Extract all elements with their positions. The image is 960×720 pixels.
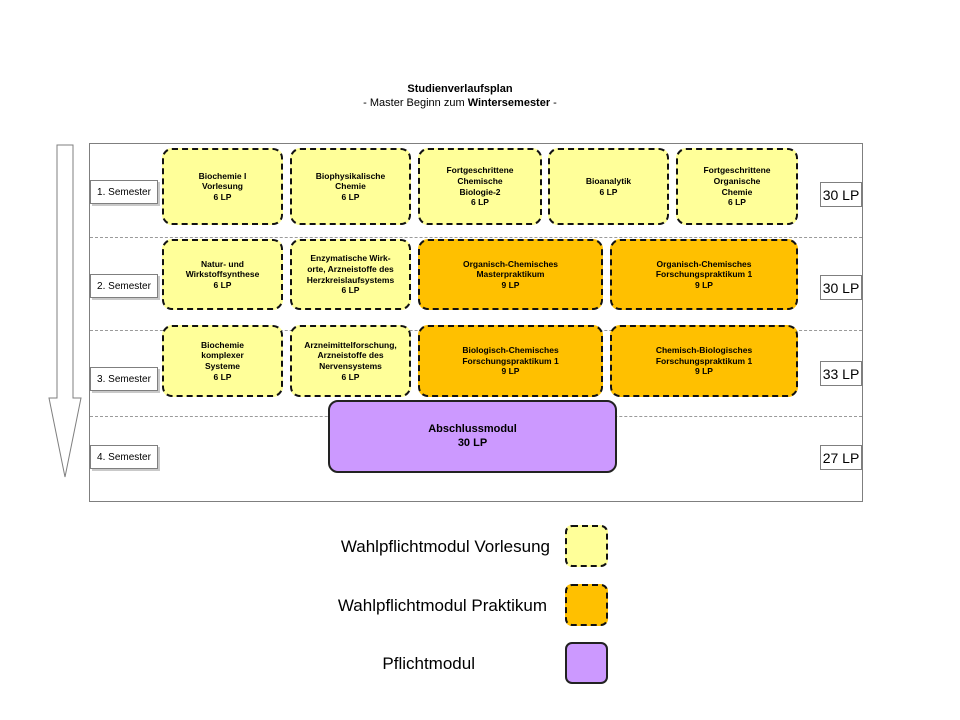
module-arzneimittelforschung: Arzneimittelforschung, Arzneistoffe des … (290, 325, 411, 397)
legend-label-pflicht: Pflichtmodul (382, 654, 475, 673)
module-abschlussmodul: Abschlussmodul 30 LP (328, 400, 617, 473)
module-herzkreislaufsystem: Enzymatische Wirk- orte, Arzneistoffe de… (290, 239, 411, 310)
semester-label-4: 4. Semester (90, 445, 158, 469)
legend-label-praktikum: Wahlpflichtmodul Praktikum (337, 596, 547, 615)
page-subtitle: - Master Beginn zum Wintersemester - (260, 97, 660, 109)
subtitle-suffix: - (550, 97, 557, 109)
module-bc-forschungspraktikum: Biologisch-Chemisches Forschungspraktiku… (418, 325, 603, 397)
semester-lp-2: 30 LP (820, 275, 862, 300)
semester-divider (90, 237, 862, 238)
semester-label-1: 1. Semester (90, 180, 158, 204)
semester-lp-4: 27 LP (820, 445, 862, 470)
subtitle-prefix: - Master Beginn zum (363, 97, 468, 109)
legend-swatch-praktikum (565, 584, 608, 626)
module-biochemie-1: Biochemie I Vorlesung 6 LP (162, 148, 283, 225)
module-wirkstoffsynthese: Natur- und Wirkstoffsynthese 6 LP (162, 239, 283, 310)
module-masterpraktikum: Organisch-Chemisches Masterpraktikum 9 L… (418, 239, 603, 310)
semester-label-2: 2. Semester (90, 274, 158, 298)
legend-swatch-pflicht (565, 642, 608, 684)
module-organische-chemie: Fortgeschrittene Organische Chemie 6 LP (676, 148, 798, 225)
subtitle-bold: Wintersemester (467, 97, 551, 109)
module-chemische-biologie-2: Fortgeschrittene Chemische Biologie-2 6 … (418, 148, 542, 225)
legend-label-vorlesung: Wahlpflichtmodul Vorlesung (340, 537, 550, 556)
module-biophysikalische-chemie: Biophysikalische Chemie 6 LP (290, 148, 411, 225)
module-oc-forschungspraktikum: Organisch-Chemisches Forschungspraktikum… (610, 239, 798, 310)
module-bioanalytik: Bioanalytik 6 LP (548, 148, 669, 225)
time-arrow-icon (48, 144, 82, 478)
legend-swatch-vorlesung (565, 525, 608, 567)
semester-lp-1: 30 LP (820, 182, 862, 207)
module-biochemie-komplexer-systeme: Biochemie komplexer Systeme 6 LP (162, 325, 283, 397)
semester-lp-3: 33 LP (820, 361, 862, 386)
page-title: Studienverlaufsplan (407, 83, 513, 95)
module-cb-forschungspraktikum: Chemisch-Biologisches Forschungspraktiku… (610, 325, 798, 397)
semester-label-3: 3. Semester (90, 367, 158, 391)
